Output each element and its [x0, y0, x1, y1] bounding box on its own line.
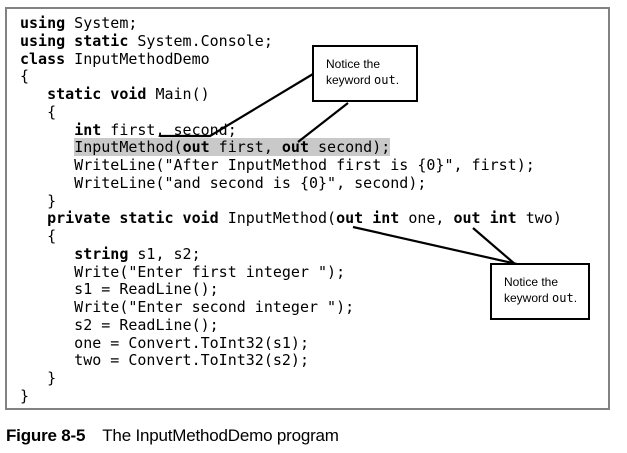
- callout-box-notice-out-top: Notice the keyword out.: [312, 45, 418, 102]
- callout-text-line1: Notice the: [504, 275, 559, 289]
- code-line: {: [20, 227, 57, 245]
- code-line: static void Main(): [47, 85, 210, 103]
- code-line: int first, second;: [74, 120, 237, 139]
- code-line: {: [20, 67, 30, 86]
- keyword-out-code-sample: out: [374, 73, 396, 87]
- code-listing: using System;using static System.Console…: [20, 14, 562, 406]
- code-line: {: [20, 102, 57, 121]
- callout-text-line1: Notice the: [326, 57, 381, 71]
- code-line: two = Convert.ToInt32(s2);: [20, 351, 309, 370]
- code-line: using System;: [20, 14, 138, 32]
- code-line: s2 = ReadLine();: [20, 315, 219, 334]
- code-line: class InputMethodDemo: [20, 49, 210, 68]
- code-line: InputMethod(out first, out second);: [74, 138, 391, 157]
- callout-word-keyword: keyword: [326, 73, 371, 87]
- callout-box-notice-out-bottom: Notice the keyword out.: [490, 263, 590, 320]
- callout-period: .: [573, 291, 578, 305]
- code-line: private static void InputMethod(out int …: [47, 209, 562, 228]
- code-line: string s1, s2;: [74, 244, 201, 263]
- figure-caption-text: The InputMethodDemo program: [102, 426, 339, 445]
- code-line: s1 = ReadLine();: [20, 280, 219, 299]
- code-line: }: [20, 386, 30, 405]
- code-line: WriteLine("After InputMethod first is {0…: [20, 156, 535, 174]
- code-line: }: [20, 369, 57, 387]
- callout-text-line2: keyword out.: [326, 72, 410, 88]
- figure-caption: Figure 8-5 The InputMethodDemo program: [6, 426, 339, 446]
- keyword-out-code-sample: out: [552, 291, 574, 305]
- code-line: using static System.Console;: [20, 31, 273, 50]
- code-line: }: [20, 191, 57, 210]
- callout-text-line2: keyword out.: [504, 290, 582, 306]
- code-line: Write("Enter first integer ");: [20, 262, 346, 281]
- figure-caption-label: Figure 8-5: [6, 426, 86, 445]
- callout-period: .: [395, 73, 400, 87]
- code-line: WriteLine("and second is {0}", second);: [20, 173, 427, 192]
- callout-word-keyword: keyword: [504, 291, 549, 305]
- code-line: Write("Enter second integer ");: [20, 298, 355, 316]
- code-line: one = Convert.ToInt32(s1);: [20, 333, 309, 352]
